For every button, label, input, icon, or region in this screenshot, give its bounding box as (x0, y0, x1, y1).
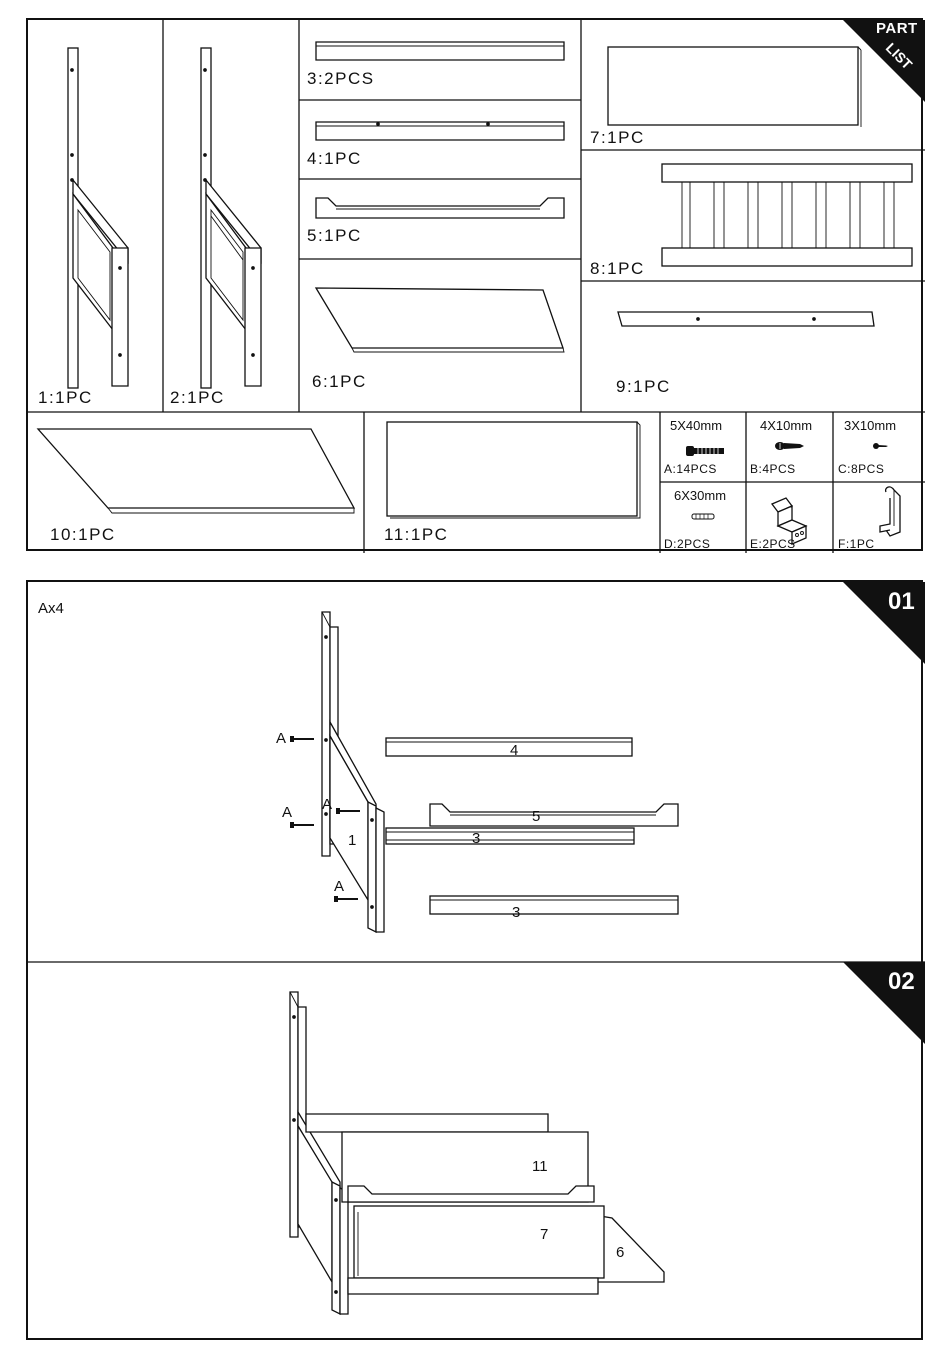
step2-callout-11: 11 (532, 1158, 548, 1175)
hardware-b-qty: B:4PCS (750, 462, 796, 476)
hook-f-icon (880, 487, 900, 536)
hardware-d-size: 6X30mm (674, 488, 726, 503)
part-1-label: 1:1PC (38, 388, 93, 408)
hardware-e-qty: E:2PCS (750, 537, 796, 551)
step2-drawer-panel-7 (348, 1206, 604, 1294)
part-list-panel: PART LIST 1:1PC 2:1PC 3:2PCS 4:1PC 5:1PC… (26, 18, 923, 551)
dowel-d-icon (692, 514, 714, 519)
step1-callout-a-1: A (276, 730, 286, 747)
part-6-drawing (316, 288, 564, 352)
screw-a-icon (686, 446, 724, 456)
part-5-drawing (316, 198, 564, 218)
step2-side-frame (290, 992, 348, 1314)
step1-callout-3-upper: 3 (472, 830, 480, 847)
step2-callout-7: 7 (540, 1226, 548, 1243)
hardware-a-size: 5X40mm (670, 418, 722, 433)
part-9-drawing (618, 312, 874, 326)
screw-b-icon (775, 442, 804, 450)
part-10-drawing (38, 429, 354, 513)
part-2-drawing (201, 48, 261, 388)
part-2-label: 2:1PC (170, 388, 225, 408)
step1-rail-4 (386, 738, 632, 756)
step1-callout-5: 5 (532, 808, 540, 825)
step1-callout-a-2: A (322, 796, 332, 813)
hardware-d-qty: D:2PCS (664, 537, 710, 551)
part-5-label: 5:1PC (307, 226, 362, 246)
step1-rail-5 (430, 804, 678, 826)
part-4-drawing (316, 122, 564, 140)
step1-note: Ax4 (38, 600, 64, 617)
part-10-label: 10:1PC (50, 525, 116, 545)
part-3-label: 3:2PCS (307, 69, 375, 89)
step1-callout-1: 1 (348, 832, 356, 849)
hardware-c-size: 3X10mm (844, 418, 896, 433)
hardware-c-qty: C:8PCS (838, 462, 884, 476)
part-1-drawing (68, 48, 128, 388)
step1-callout-4: 4 (510, 742, 518, 759)
part-9-label: 9:1PC (616, 377, 671, 397)
hardware-b-size: 4X10mm (760, 418, 812, 433)
part-7-label: 7:1PC (590, 128, 645, 148)
part-8-label: 8:1PC (590, 259, 645, 279)
step1-rail-3-lower (430, 896, 678, 914)
step1-callout-a-4: A (334, 878, 344, 895)
step1-callout-3-lower: 3 (512, 904, 520, 921)
part-7-drawing (608, 47, 861, 127)
step1-callout-a-3: A (282, 804, 292, 821)
step1-rail-3-upper (386, 828, 634, 844)
part-11-drawing (387, 422, 640, 518)
hardware-a-qty: A:14PCS (664, 462, 717, 476)
hardware-f-qty: F:1PC (838, 537, 875, 551)
step1-badge: 01 (888, 588, 915, 616)
assembly-drawing (28, 582, 925, 1342)
assembly-steps-panel: 01 02 Ax4 A A A A 1 4 5 3 3 11 7 6 (26, 580, 923, 1340)
part-list-badge-line1: PART (876, 20, 918, 37)
part-8-drawing (662, 164, 912, 266)
part-6-label: 6:1PC (312, 372, 367, 392)
step1-side-frame (322, 612, 384, 932)
part-11-label: 11:1PC (384, 525, 448, 545)
step2-badge: 02 (888, 968, 915, 996)
screw-c-icon (873, 443, 888, 449)
part-3-drawing (316, 42, 564, 60)
part-4-label: 4:1PC (307, 149, 362, 169)
step2-callout-6: 6 (616, 1244, 624, 1261)
